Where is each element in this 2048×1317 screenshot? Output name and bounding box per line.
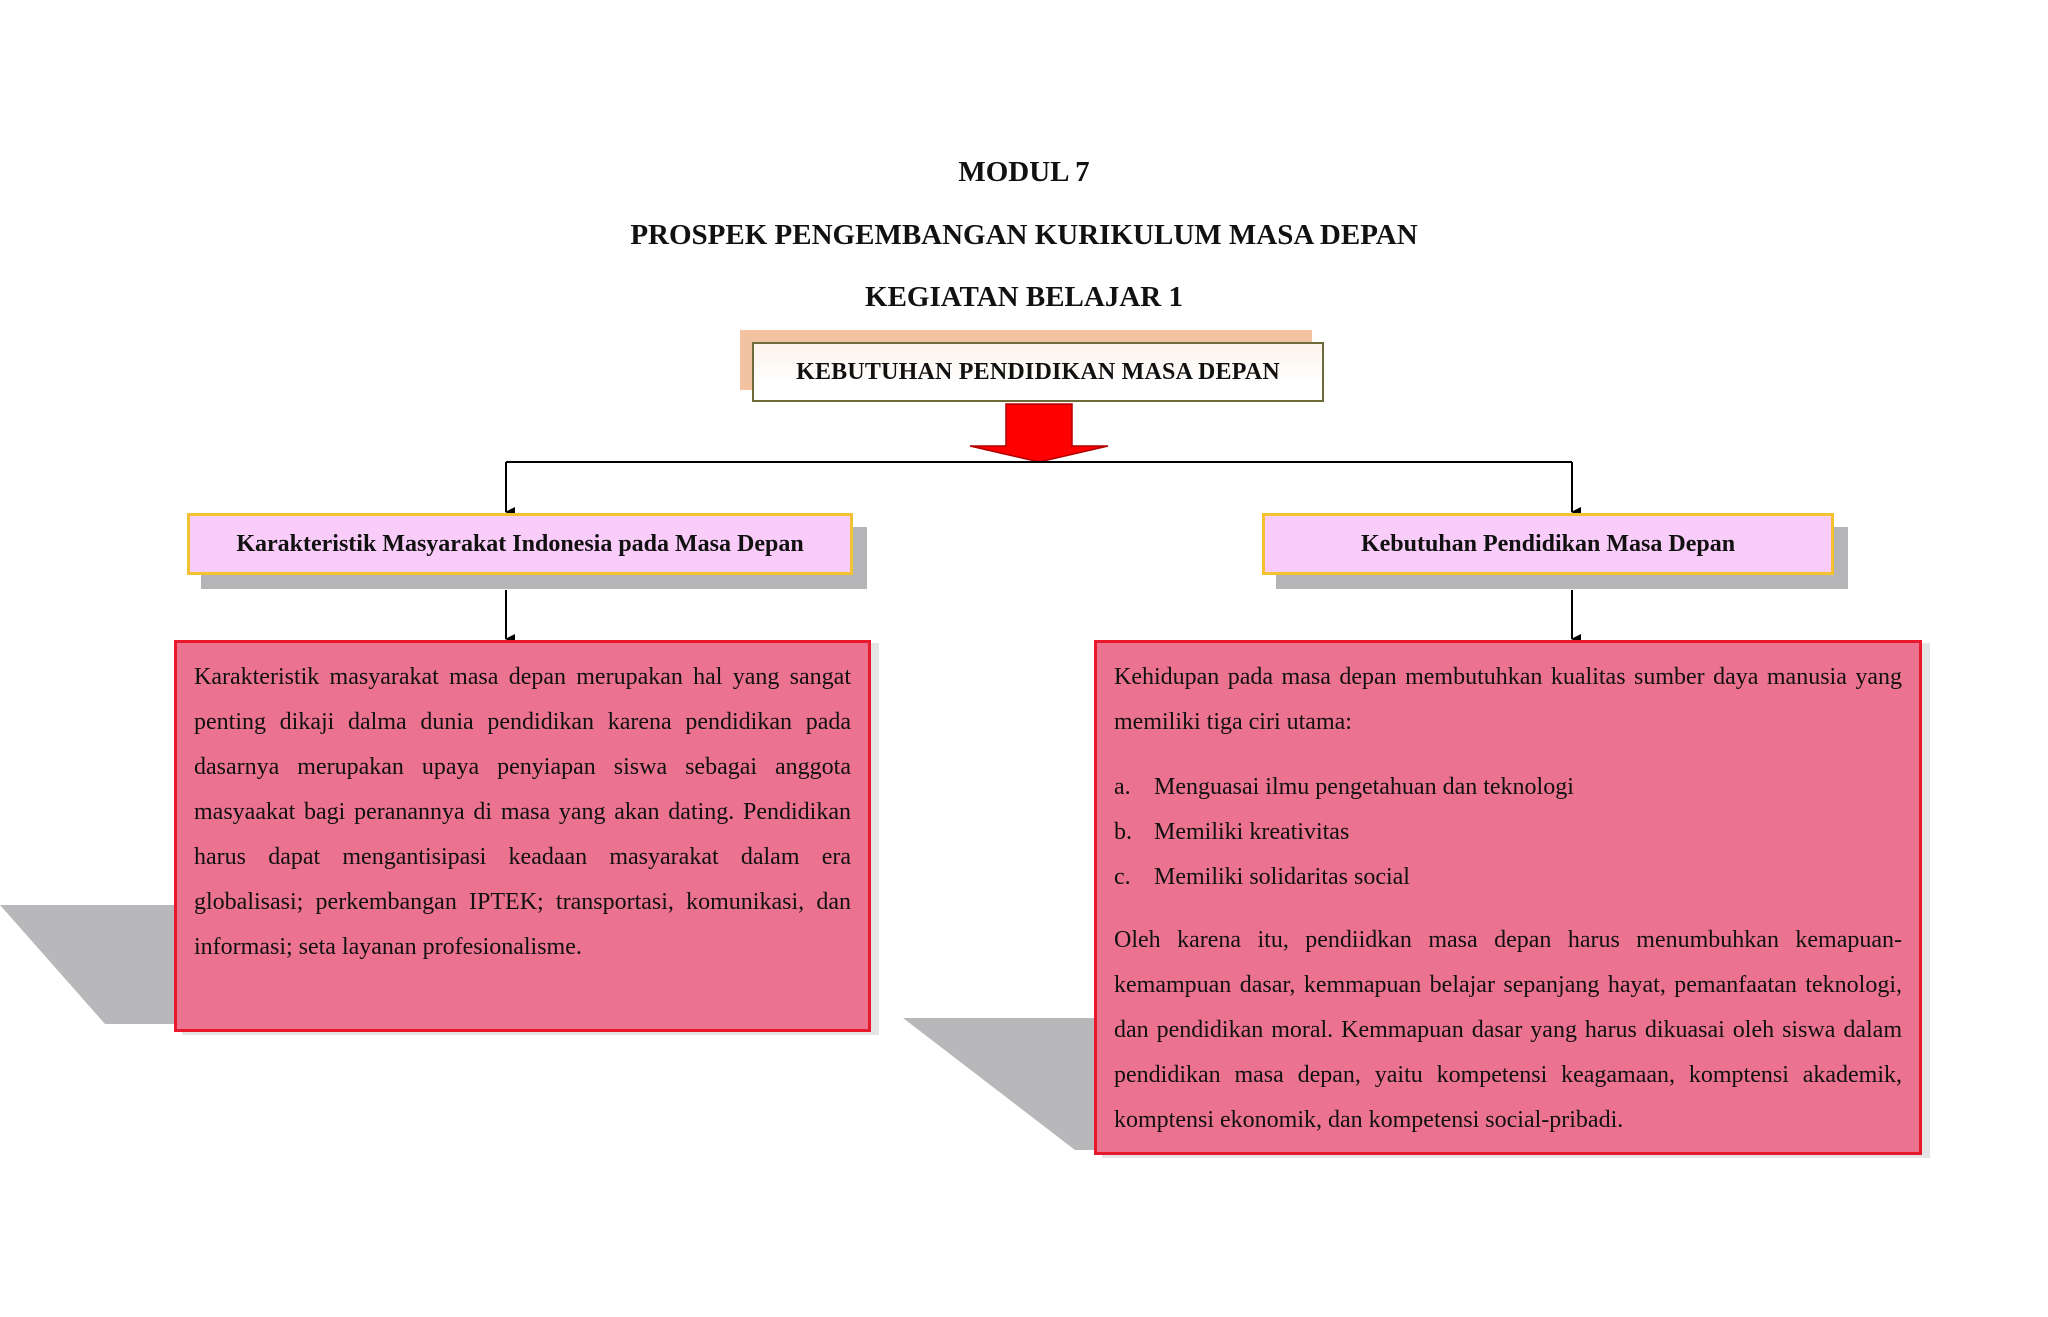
right-heading-node: Kebutuhan Pendidikan Masa Depan: [1262, 513, 1834, 575]
right-content-node: Kehidupan pada masa depan membutuhkan ku…: [1094, 640, 1922, 1155]
right-content-intro: Kehidupan pada masa depan membutuhkan ku…: [1114, 664, 1902, 735]
left-heading-label: Karakteristik Masyarakat Indonesia pada …: [236, 530, 804, 557]
left-content-text: Karakteristik masyarakat masa depan meru…: [194, 664, 851, 960]
list-item-text: Memiliki kreativitas: [1154, 819, 1350, 845]
left-decorative-shadow: [0, 905, 174, 1024]
list-item: b. Memiliki kreativitas: [1114, 810, 1902, 855]
module-title: PROSPEK PENGEMBANGAN KURIKULUM MASA DEPA…: [630, 219, 1418, 251]
list-marker: a.: [1114, 774, 1131, 800]
list-item-text: Menguasai ilmu pengetahuan dan teknologi: [1154, 774, 1574, 800]
right-decorative-shadow: [903, 1018, 1094, 1150]
list-item: a. Menguasai ilmu pengetahuan dan teknol…: [1114, 765, 1902, 810]
list-marker: b.: [1114, 819, 1132, 845]
left-heading-node: Karakteristik Masyarakat Indonesia pada …: [187, 513, 853, 575]
right-content-closing: Oleh karena itu, pendiidkan masa depan h…: [1114, 927, 1902, 1133]
list-marker: c.: [1114, 864, 1131, 890]
root-node: KEBUTUHAN PENDIDIKAN MASA DEPAN: [752, 342, 1324, 402]
red-down-arrow: [969, 403, 1109, 463]
list-item-text: Memiliki solidaritas social: [1154, 864, 1410, 890]
module-number: MODUL 7: [958, 156, 1090, 188]
right-heading-label: Kebutuhan Pendidikan Masa Depan: [1360, 530, 1736, 557]
left-content-node: Karakteristik masyarakat masa depan meru…: [174, 640, 871, 1032]
activity-title: KEGIATAN BELAJAR 1: [865, 281, 1183, 313]
root-node-label: KEBUTUHAN PENDIDIKAN MASA DEPAN: [796, 358, 1280, 385]
quality-list: a. Menguasai ilmu pengetahuan dan teknol…: [1114, 765, 1902, 900]
list-item: c. Memiliki solidaritas social: [1114, 855, 1902, 900]
